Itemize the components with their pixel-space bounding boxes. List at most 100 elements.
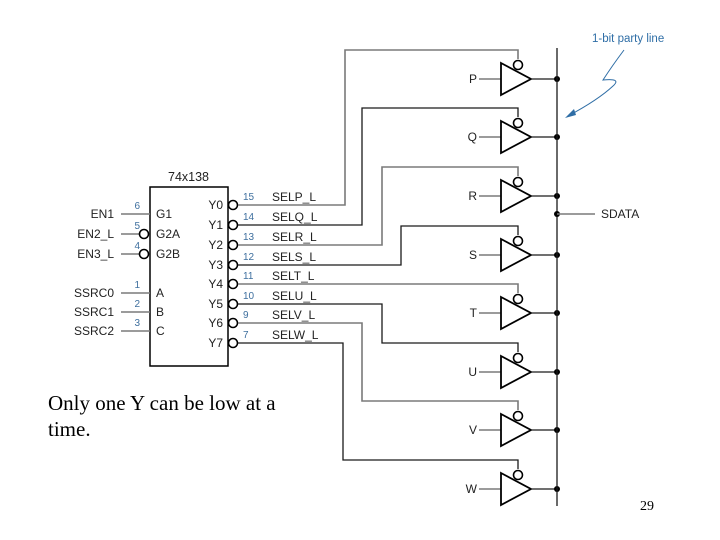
buffer-input-label: U — [468, 365, 477, 379]
input-port-label: G2B — [156, 247, 180, 261]
enable-bubble-icon — [512, 117, 524, 129]
buffer-input-label: R — [468, 189, 477, 203]
input-signal-label: EN2_L — [77, 227, 114, 241]
tristate-buffer-u: U — [468, 352, 560, 390]
input-pin-number: 6 — [134, 201, 140, 212]
input-port-label: A — [156, 286, 164, 300]
input-signal-label: SSRC1 — [74, 305, 114, 319]
input-port-label: G2A — [156, 227, 180, 241]
tristate-buffer-s: S — [469, 235, 560, 273]
inversion-bubble-icon — [227, 317, 239, 329]
output-signal-label: SELS_L — [272, 250, 316, 264]
input-pin-number: 4 — [134, 241, 140, 252]
tristate-buffers: P Q R S T U V W — [466, 59, 560, 507]
tristate-buffer-p: P — [469, 59, 560, 97]
inversion-bubble-icon — [227, 259, 239, 271]
decoder-output-y2: Y2 13 SELR_L — [208, 230, 317, 252]
page-number: 29 — [640, 499, 654, 514]
input-pin-number: 3 — [134, 318, 140, 329]
decoder-output-y3: Y3 12 SELS_L — [208, 250, 316, 272]
inversion-bubble-icon — [227, 298, 239, 310]
output-port-label: Y3 — [208, 258, 223, 272]
annotation-arrowhead-icon — [565, 109, 576, 118]
decoder-74x138: 74x138 EN16G1EN2_L5G2AEN3_L4G2BSSRC01ASS… — [74, 170, 319, 367]
output-pin-number: 10 — [243, 291, 255, 302]
output-port-label: Y2 — [208, 238, 223, 252]
output-pin-number: 13 — [243, 232, 255, 243]
output-port-label: Y0 — [208, 198, 223, 212]
party-line-bus: SDATA — [554, 48, 639, 506]
input-port-label: G1 — [156, 207, 172, 221]
input-pin-number: 2 — [134, 299, 140, 310]
input-port-label: B — [156, 305, 164, 319]
output-port-label: Y6 — [208, 316, 223, 330]
buffer-triangle-icon — [500, 237, 533, 273]
inversion-bubble-icon — [227, 199, 239, 211]
decoder-body — [149, 186, 229, 367]
inversion-bubble-icon — [138, 248, 150, 260]
buffer-input-label: Q — [468, 130, 477, 144]
output-port-label: Y7 — [208, 336, 223, 350]
select-wire-selu-l — [238, 303, 519, 352]
enable-bubble-icon — [512, 176, 524, 188]
decoder-title: 74x138 — [168, 170, 209, 184]
output-port-label: Y5 — [208, 297, 223, 311]
output-signal-label: SELP_L — [272, 190, 316, 204]
output-pin-number: 15 — [243, 192, 255, 203]
buffer-triangle-icon — [500, 471, 533, 507]
inversion-bubble-icon — [227, 337, 239, 349]
output-signal-label: SELU_L — [272, 289, 317, 303]
enable-bubble-icon — [512, 293, 524, 305]
buffer-input-label: V — [469, 423, 477, 437]
inversion-bubble-icon — [227, 278, 239, 290]
enable-bubble-icon — [512, 235, 524, 247]
buffer-input-label: T — [470, 306, 478, 320]
slide-note: Only one Y can be low at a time. — [48, 391, 276, 441]
select-wire-selp-l — [238, 49, 519, 206]
output-signal-label: SELR_L — [272, 230, 317, 244]
select-wire-selq-l — [238, 107, 519, 226]
inversion-bubble-icon — [227, 219, 239, 231]
input-signal-label: SSRC2 — [74, 324, 114, 338]
tristate-buffer-v: V — [469, 410, 560, 448]
input-signal-label: EN1 — [91, 207, 115, 221]
enable-bubble-icon — [512, 469, 524, 481]
decoder-input-b: SSRC1 2B — [74, 299, 164, 319]
output-pin-number: 12 — [243, 252, 255, 263]
party-line-annotation: 1-bit party line — [565, 33, 664, 118]
output-pin-number: 11 — [243, 271, 254, 282]
output-pin-number: 7 — [243, 330, 249, 341]
output-signal-label: SELQ_L — [272, 210, 318, 224]
inversion-bubble-icon — [227, 239, 239, 251]
decoder-output-y0: Y0 15 SELP_L — [208, 190, 316, 212]
tristate-buffer-q: Q — [468, 117, 560, 155]
decoder-output-y1: Y1 14 SELQ_L — [208, 210, 317, 232]
decoder-output-y7: Y7 7 SELW_L — [208, 328, 318, 350]
output-signal-label: SELW_L — [272, 328, 319, 342]
output-pin-number: 9 — [243, 310, 249, 321]
buffer-input-label: P — [469, 72, 477, 86]
inversion-bubble-icon — [138, 228, 150, 240]
buffer-triangle-icon — [500, 61, 533, 97]
annotation-arrow-shaft — [567, 49, 625, 117]
decoder-input-c: SSRC2 3C — [74, 318, 165, 338]
decoder-inputs: EN16G1EN2_L5G2AEN3_L4G2BSSRC01ASSRC12BSS… — [74, 201, 180, 338]
input-port-label: C — [156, 324, 165, 338]
buffer-input-label: S — [469, 248, 477, 262]
buffer-triangle-icon — [500, 295, 533, 331]
buffer-triangle-icon — [500, 354, 533, 390]
output-pin-number: 14 — [243, 212, 255, 223]
select-wire-sels-l — [238, 225, 519, 266]
output-port-label: Y1 — [208, 218, 223, 232]
tristate-buffer-w: W — [466, 469, 560, 507]
buffer-triangle-icon — [500, 119, 533, 155]
decoder-input-g1: EN1 6G1 — [91, 201, 173, 221]
tristate-buffer-r: R — [468, 176, 560, 214]
buffer-triangle-icon — [500, 178, 533, 214]
select-wires — [238, 49, 519, 469]
decoder-output-y5: Y5 10 SELU_L — [208, 289, 317, 311]
